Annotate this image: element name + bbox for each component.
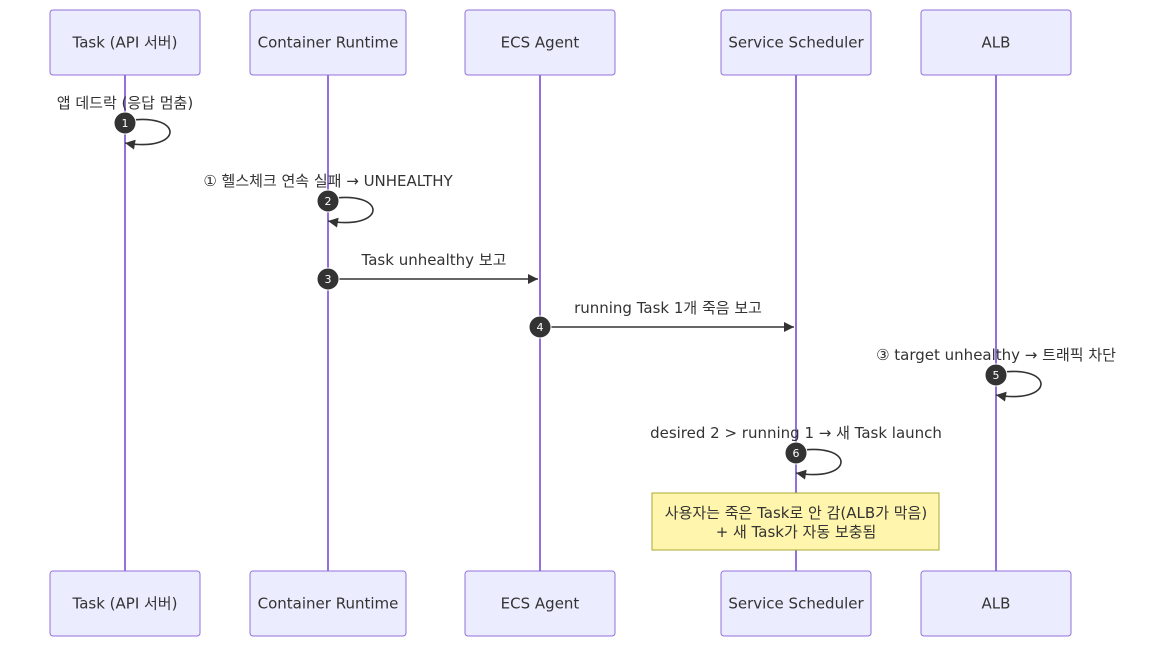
actor-box <box>920 570 1072 637</box>
actor-box <box>920 9 1072 76</box>
actor-label: ECS Agent <box>501 34 580 52</box>
actor-label: ECS Agent <box>501 595 580 613</box>
sequence-number-badge: 4 <box>528 315 552 339</box>
message-label: running Task 1개 죽음 보고 <box>574 299 762 317</box>
actor-alb-top: ALB <box>920 9 1072 76</box>
note-box <box>651 492 940 551</box>
message-label: desired 2 > running 1 → 새 Task launch <box>650 424 942 442</box>
actor-label: Task (API 서버) <box>72 595 178 613</box>
actor-scheduler-top: Service Scheduler <box>720 9 872 76</box>
self-message-arrow <box>995 370 1042 402</box>
actor-runtime-bottom: Container Runtime <box>249 570 407 637</box>
actor-runtime-top: Container Runtime <box>249 9 407 76</box>
message-3: Task unhealthy 보고 3 <box>316 251 538 291</box>
note-line: + 새 Task가 자동 보충됨 <box>716 523 877 541</box>
actor-label: Container Runtime <box>258 595 399 613</box>
actor-label: Task (API 서버) <box>72 34 178 52</box>
message-5: ③ target unhealthy → 트래픽 차단 5 <box>876 346 1116 402</box>
self-message-arrow <box>795 448 842 480</box>
note-line: 사용자는 죽은 Task로 안 감(ALB가 막음) <box>665 504 927 522</box>
actor-label: ALB <box>982 595 1011 613</box>
actor-label: Service Scheduler <box>728 34 864 52</box>
actor-box <box>720 570 872 637</box>
sequence-number-badge: 2 <box>316 189 340 213</box>
self-message-arrow <box>124 118 171 150</box>
actor-alb-bottom: ALB <box>920 570 1072 637</box>
sequence-number: 5 <box>993 369 1000 382</box>
message-label: 앱 데드락 (응답 멈춤) <box>57 94 193 112</box>
actor-agent-top: ECS Agent <box>464 9 616 76</box>
actor-box <box>249 570 407 637</box>
message-4: running Task 1개 죽음 보고 4 <box>528 299 794 339</box>
actor-task-top: Task (API 서버) <box>49 9 201 76</box>
sequence-number: 4 <box>537 321 544 334</box>
actor-task-bottom: Task (API 서버) <box>49 570 201 637</box>
sequence-number: 3 <box>325 273 332 286</box>
sequence-number-badge: 5 <box>984 363 1008 387</box>
message-label: ① 헬스체크 연속 실패 → UNHEALTHY <box>203 172 453 190</box>
sequence-number-badge: 6 <box>784 441 808 465</box>
actor-scheduler-bottom: Service Scheduler <box>720 570 872 637</box>
actor-label: Container Runtime <box>258 34 399 52</box>
sequence-number: 1 <box>122 117 129 130</box>
message-label: ③ target unhealthy → 트래픽 차단 <box>876 346 1116 364</box>
actor-agent-bottom: ECS Agent <box>464 570 616 637</box>
actor-box <box>464 570 616 637</box>
note: 사용자는 죽은 Task로 안 감(ALB가 막음)+ 새 Task가 자동 보… <box>651 492 940 551</box>
sequence-number: 6 <box>793 447 800 460</box>
self-message-arrow <box>327 196 374 228</box>
actor-box <box>49 570 201 637</box>
message-label: Task unhealthy 보고 <box>361 251 507 269</box>
actor-box <box>249 9 407 76</box>
sequence-number-badge: 3 <box>316 267 340 291</box>
message-1: 앱 데드락 (응답 멈춤) 1 <box>57 94 193 150</box>
message-2: ① 헬스체크 연속 실패 → UNHEALTHY 2 <box>203 172 454 228</box>
sequence-number: 2 <box>325 195 332 208</box>
actor-label: ALB <box>982 34 1011 52</box>
actor-box <box>49 9 201 76</box>
sequence-number-badge: 1 <box>113 111 137 135</box>
actor-label: Service Scheduler <box>728 595 864 613</box>
actor-box <box>464 9 616 76</box>
message-6: desired 2 > running 1 → 새 Task launch 6 <box>650 424 942 480</box>
actor-box <box>720 9 872 76</box>
